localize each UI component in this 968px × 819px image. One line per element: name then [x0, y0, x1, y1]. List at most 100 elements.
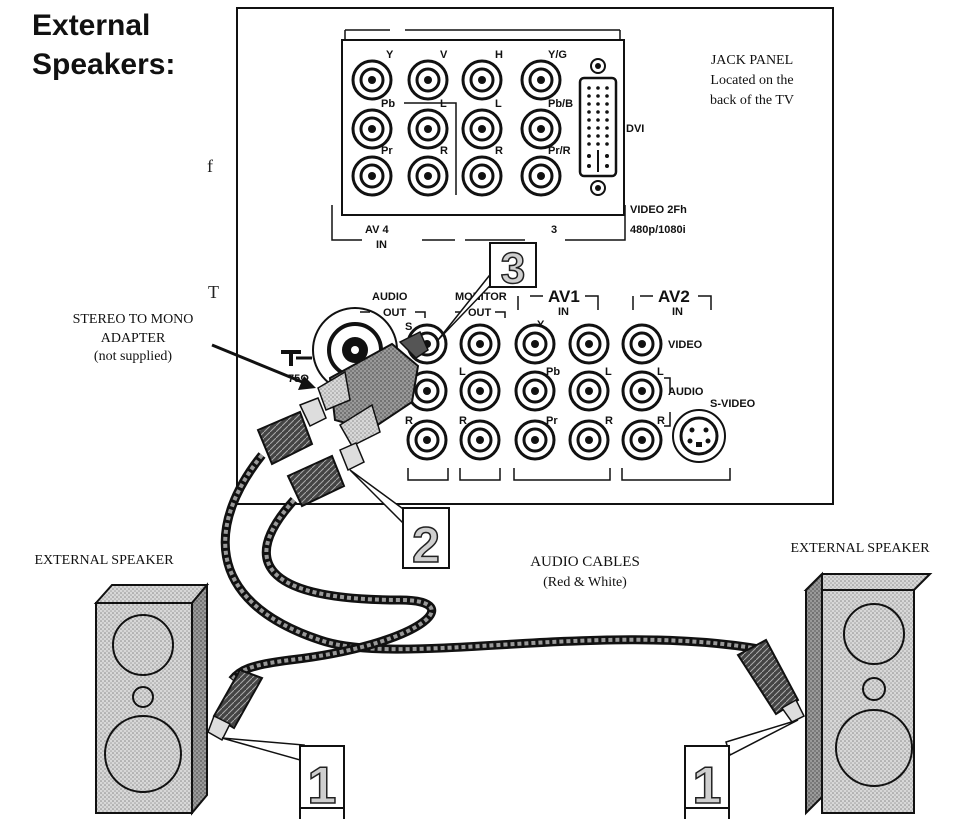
lbl-row2-5: L [657, 366, 664, 378]
jack-pb[interactable] [351, 108, 393, 150]
jack-av1-r[interactable] [568, 419, 610, 461]
lbl-row2-4: L [605, 366, 612, 378]
lbl-resolution: 480p/1080i [630, 224, 686, 236]
lower-jack-panel: 75Ω AUDIO OUT S MONITOR OUT AV1 IN Y AV2… [281, 287, 756, 481]
lbl-av1: AV1 [548, 287, 580, 306]
step-2-callout: 2 [349, 469, 450, 574]
step-1-right-callout: 1 [684, 719, 799, 819]
dvi-connector[interactable] [578, 58, 618, 196]
adapter-line2: ADAPTER [101, 331, 166, 346]
lbl-v: V [440, 49, 448, 61]
lbl-video-2fh: VIDEO 2Fh [630, 204, 687, 216]
jack-panel-line3: back of the TV [710, 93, 794, 108]
jack-av1-y[interactable] [514, 323, 556, 365]
jack-av1-l[interactable] [568, 370, 610, 412]
lbl-row3-4: R [605, 415, 613, 427]
jack-av2-l[interactable] [621, 370, 663, 412]
heading-line-1: External [32, 9, 150, 42]
lbl-h: H [495, 49, 503, 61]
jack-panel-callout: JACK PANEL Located on the back of the TV [710, 53, 794, 108]
right-external-speaker: EXTERNAL SPEAKER [790, 541, 933, 816]
cables-line2: (Red & White) [543, 575, 627, 590]
jack-monitor-1[interactable] [459, 323, 501, 365]
lbl-pr: Pr [381, 145, 393, 157]
jack-av2-video[interactable] [621, 323, 663, 365]
lbl-row3-3: Pr [546, 415, 558, 427]
step-3-number: 3 [501, 244, 525, 293]
lbl-av1-in: IN [558, 306, 569, 318]
lbl-pbb: Pb/B [548, 98, 573, 110]
lbl-row2-3: Pb [546, 366, 560, 378]
jack-monitor-l[interactable] [459, 370, 501, 412]
lbl-av4: AV 4 [365, 224, 390, 236]
jack-h[interactable] [461, 59, 503, 101]
speaker-right-label: EXTERNAL SPEAKER [790, 541, 930, 556]
jack-pbb[interactable] [520, 108, 562, 150]
jack-panel-title: JACK PANEL [711, 53, 793, 68]
lbl-r-1: R [440, 145, 448, 157]
jack-pr[interactable] [351, 155, 393, 197]
jack-y[interactable] [351, 59, 393, 101]
lbl-audio: AUDIO [668, 386, 704, 398]
step-2-number: 2 [412, 517, 440, 573]
lbl-s-video: S-VIDEO [710, 398, 756, 410]
lbl-dvi: DVI [626, 123, 644, 135]
stereo-mono-adapter [317, 330, 429, 447]
lbl-y: Y [386, 49, 394, 61]
jack-panel-line2: Located on the [710, 73, 793, 88]
jack-av1-pr[interactable] [514, 419, 556, 461]
jack-audio-out-r[interactable] [406, 419, 448, 461]
step-3-callout: 3 [437, 242, 537, 341]
lbl-monitor: MONITOR [455, 291, 507, 303]
step-1-left-number: 1 [308, 757, 337, 815]
adapter-callout: STEREO TO MONO ADAPTER (not supplied) [73, 312, 316, 390]
jack-prr[interactable] [520, 155, 562, 197]
jack-r-2[interactable] [461, 155, 503, 197]
lbl-av3: 3 [551, 224, 557, 236]
adapter-line3: (not supplied) [94, 349, 172, 364]
lbl-av4-in: IN [376, 239, 387, 251]
antenna-symbol-icon [281, 350, 312, 366]
jack-l-2[interactable] [461, 108, 503, 150]
lbl-audio-out-sub: OUT [383, 307, 407, 319]
jack-av1-pb[interactable] [514, 370, 556, 412]
step-1-left-callout: 1 [221, 737, 345, 819]
lbl-s: S [405, 321, 412, 333]
lbl-video: VIDEO [668, 339, 703, 351]
lower-jack-grid [406, 323, 663, 461]
jack-l-1[interactable] [407, 108, 449, 150]
lbl-monitor-sub: OUT [468, 307, 492, 319]
lbl-av2-in: IN [672, 306, 683, 318]
lbl-av2: AV2 [658, 287, 690, 306]
heading-line-2: Speakers: [32, 48, 175, 81]
upper-jack-grid [351, 59, 562, 197]
jack-av1-video[interactable] [568, 323, 610, 365]
adapter-line1: STEREO TO MONO [73, 312, 194, 327]
jack-r-1[interactable] [407, 155, 449, 197]
step-1-right-number: 1 [693, 757, 722, 815]
left-external-speaker: EXTERNAL SPEAKER [34, 553, 210, 816]
s-video-jack[interactable] [672, 409, 726, 463]
lbl-row3-2: R [459, 415, 467, 427]
jack-av2-r[interactable] [621, 419, 663, 461]
lbl-row3-1: R [405, 415, 413, 427]
jack-v[interactable] [407, 59, 449, 101]
lbl-l-1: L [440, 98, 447, 110]
side-glyph-2: T [208, 282, 219, 302]
lbl-r-2: R [495, 145, 503, 157]
upper-jack-panel: Y V H Y/G Pb L L Pb/B Pr R R Pr/R [331, 29, 687, 251]
lbl-yg: Y/G [548, 49, 567, 61]
speaker-left-label: EXTERNAL SPEAKER [34, 553, 174, 568]
jack-monitor-r[interactable] [459, 419, 501, 461]
lbl-prr: Pr/R [548, 145, 571, 157]
cables-line1: AUDIO CABLES [530, 554, 640, 570]
jack-audio-out-l[interactable] [406, 370, 448, 412]
side-glyph-1: f [207, 156, 213, 176]
lbl-row3-5: R [657, 415, 665, 427]
lbl-pb: Pb [381, 98, 395, 110]
lbl-audio-out: AUDIO [372, 291, 408, 303]
jack-yg[interactable] [520, 59, 562, 101]
audio-cables [207, 397, 806, 742]
